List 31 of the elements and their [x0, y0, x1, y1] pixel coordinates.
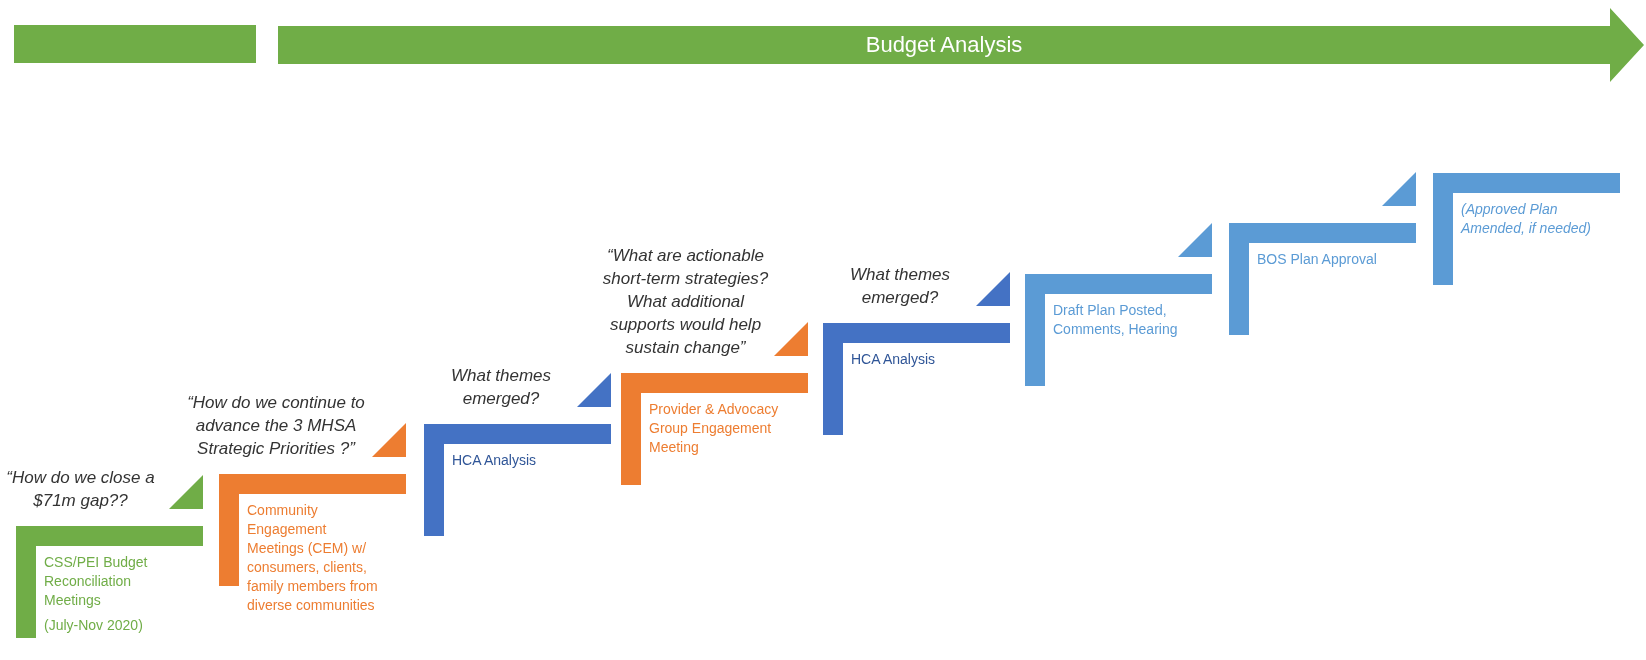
step-bracket — [621, 373, 808, 485]
question-text: “How do we continue to advance the 3 MHSA Strategic Priorities ?” — [186, 392, 366, 460]
step-date: (July-Nov 2020) — [43, 616, 144, 635]
step-arrow — [169, 475, 203, 509]
step-bracket — [1229, 223, 1416, 335]
step-arrow — [577, 373, 611, 407]
step-arrow — [976, 272, 1010, 306]
step-label: CSS/PEI Budget Reconciliation Meetings — [43, 553, 149, 610]
step-label: Provider & Advocacy Group Engagement Meeting — [648, 400, 780, 457]
question-text: “How do we close a $71m gap?? — [5, 467, 156, 512]
question-text: What themes emerged? — [449, 365, 553, 410]
step-bracket — [1433, 173, 1620, 285]
step-arrow — [1382, 172, 1416, 206]
step-bracket — [424, 424, 611, 536]
question-text: “What are actionable short-term strategies? What additional supports would help sustain change” — [601, 245, 770, 359]
step-arrow — [372, 423, 406, 457]
arrow-label: Budget Analysis — [864, 31, 1024, 59]
step-label: Draft Plan Posted, Comments, Hearing — [1052, 301, 1179, 339]
step-label: HCA Analysis — [451, 451, 538, 470]
timeline-arrow — [278, 8, 1644, 82]
step-bracket — [1025, 274, 1212, 386]
step-bracket — [16, 526, 203, 638]
timeline-bar — [14, 25, 256, 63]
step-arrow — [774, 322, 808, 356]
step-arrow — [1178, 223, 1212, 257]
step-label: Community Engagement Meetings (CEM) w/ consumers, clients, family members from diverse communities — [246, 501, 379, 615]
step-bracket — [823, 323, 1010, 435]
step-label: BOS Plan Approval — [1256, 250, 1378, 269]
question-text: What themes emerged? — [848, 264, 952, 309]
step-label: (Approved Plan Amended, if needed) — [1459, 200, 1592, 238]
step-label: HCA Analysis — [850, 350, 937, 369]
